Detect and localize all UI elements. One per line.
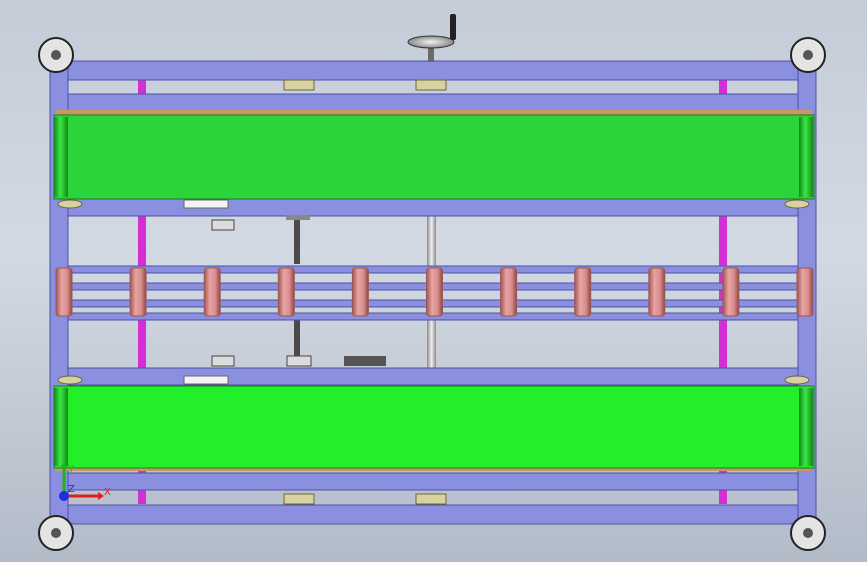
conveyor-roller — [722, 267, 740, 317]
handwheel-handle — [450, 14, 456, 40]
conveyor-roller — [500, 267, 518, 317]
conveyor-roller — [648, 267, 666, 317]
handwheel[interactable] — [407, 14, 456, 62]
belt-bottom[interactable] — [53, 385, 815, 469]
frame-rail-bottom-inner — [49, 472, 817, 491]
axis-triad: X Y Z — [59, 462, 111, 501]
belt-bottom-end-roller-left — [54, 388, 68, 466]
conveyor-roller — [574, 267, 592, 317]
conveyor-roller — [796, 267, 814, 317]
drive-shaft-lower — [294, 318, 300, 364]
conveyor-roller — [55, 267, 73, 317]
frame-rail-bottom — [49, 504, 817, 525]
bearing-blocks — [57, 79, 810, 505]
conveyor-roller — [277, 267, 295, 317]
conveyor-roller — [203, 267, 221, 317]
belt-top-end-roller-right — [799, 117, 813, 197]
sprockets — [211, 219, 312, 367]
drive-shaft-upper — [294, 218, 300, 264]
conveyor-rollers — [55, 267, 814, 317]
conveyor-roller — [129, 267, 147, 317]
mounting-plates — [183, 199, 386, 385]
conveyor-roller — [426, 267, 443, 317]
belt-top[interactable] — [53, 114, 815, 200]
axis-z-label: Z — [68, 484, 75, 495]
belt-top-end-roller-left — [54, 117, 68, 197]
axis-x-label: X — [104, 487, 111, 498]
axis-y-label: Y — [67, 464, 75, 475]
caster-wheel-top-right — [790, 37, 826, 73]
frame-rail-lower-mid — [49, 367, 817, 386]
frame-rail-top — [49, 60, 817, 81]
caster-wheel-bottom-right — [790, 515, 826, 551]
caster-wheel-top-left — [38, 37, 74, 73]
caster-wheels — [38, 37, 826, 551]
caster-wheel-bottom-left — [38, 515, 74, 551]
frame-rail-top-inner — [49, 93, 817, 112]
conveyor-roller — [351, 267, 369, 317]
belt-bottom-end-roller-right — [799, 388, 813, 466]
frame-rail-upper-mid — [49, 198, 817, 217]
